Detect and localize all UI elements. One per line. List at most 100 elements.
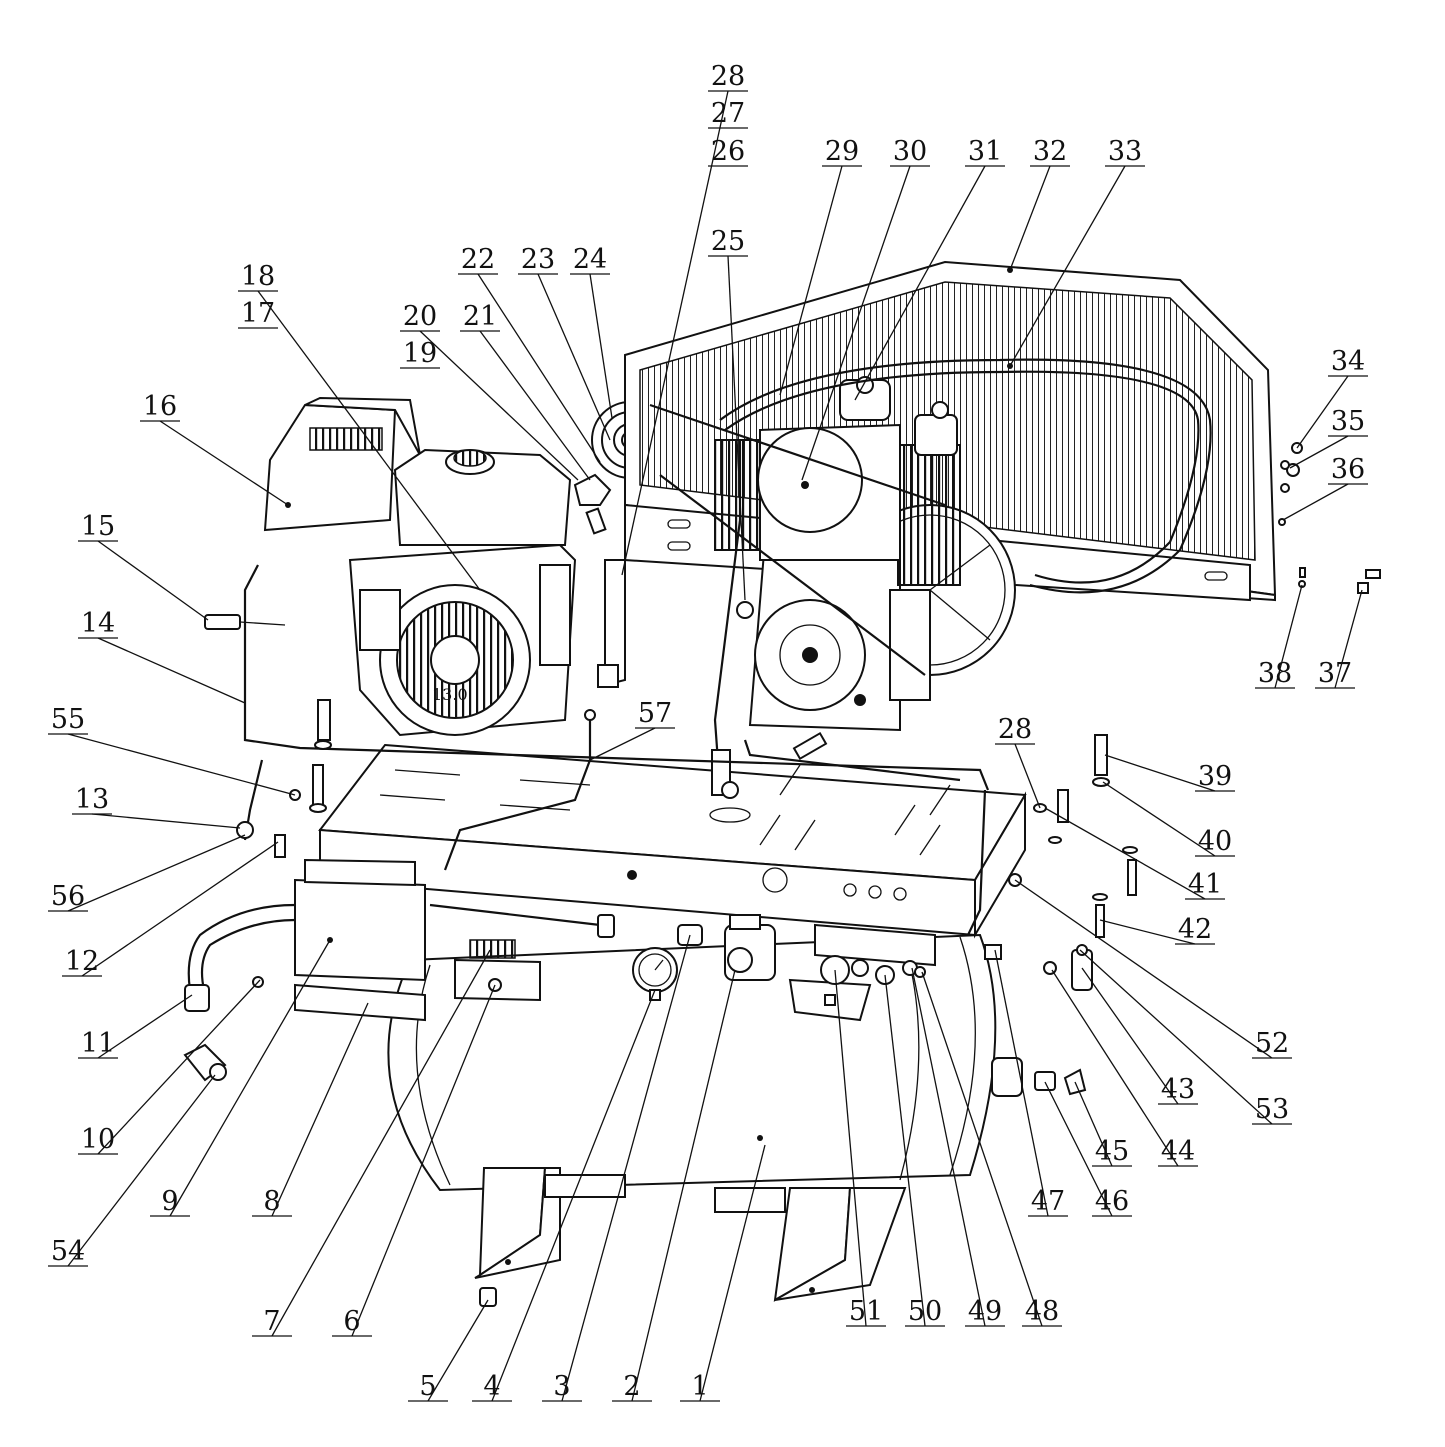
callout-leader	[97, 637, 246, 704]
callout-leader	[921, 971, 1043, 1327]
callout-label: 22	[461, 244, 495, 275]
callout-label: 31	[968, 136, 1002, 167]
callout-leader	[1099, 919, 1196, 945]
callout-label: 3	[553, 1371, 570, 1402]
callout-label: 2	[623, 1371, 640, 1402]
callout-label: 35	[1331, 406, 1365, 437]
callout-47: 47	[994, 949, 1068, 1217]
callout-label: 30	[893, 136, 927, 167]
callout-40: 40	[1102, 781, 1235, 857]
callout-37: 37	[1315, 589, 1363, 689]
callout-35: 35	[1289, 406, 1368, 469]
callout-label: 19	[403, 338, 437, 369]
callout-28-b: 28	[995, 714, 1041, 809]
callout-2: 2	[612, 969, 736, 1402]
callout-label: 40	[1198, 826, 1232, 857]
callout-33: 33	[1009, 136, 1145, 367]
callout-7: 7	[252, 949, 491, 1337]
callout-label: 33	[1108, 136, 1142, 167]
callout-55: 55	[48, 704, 296, 796]
callout-49: 49	[911, 967, 1005, 1327]
callout-label: 46	[1095, 1186, 1129, 1217]
callout-label: 45	[1095, 1136, 1129, 1167]
callout-label: 49	[968, 1296, 1002, 1327]
belt-bracket	[597, 559, 626, 688]
callout-leader	[1102, 781, 1216, 857]
callout-label: 18	[241, 261, 275, 292]
callout-leader	[97, 540, 209, 621]
callout-leader	[1289, 435, 1349, 469]
fittings	[183, 699, 1138, 1307]
callout-leader	[159, 420, 289, 506]
callout-label: 25	[711, 226, 745, 257]
callout-leader	[699, 1144, 766, 1402]
callout-28: 28	[621, 61, 748, 576]
callout-leader	[834, 969, 867, 1327]
callout-24: 24	[570, 244, 613, 419]
callout-52: 52	[1014, 879, 1292, 1059]
callout-leader	[1009, 165, 1051, 271]
callout-label: 41	[1188, 869, 1222, 900]
callout-8: 8	[252, 1002, 369, 1217]
callout-5: 5	[408, 1299, 489, 1402]
callout-leader	[1282, 483, 1349, 521]
callout-label: 7	[263, 1306, 280, 1337]
callout-label: 21	[463, 301, 497, 332]
callout-17: 17	[238, 298, 278, 329]
callout-26: 26	[708, 136, 748, 167]
callout-leader	[271, 1002, 369, 1217]
callout-leader	[1074, 1081, 1113, 1167]
callout-53: 53	[1079, 949, 1292, 1125]
callout-leader	[1014, 743, 1041, 809]
callout-12: 12	[62, 841, 279, 977]
callout-label: 24	[573, 244, 607, 275]
callout-leader	[1051, 969, 1179, 1167]
callout-label: 27	[711, 98, 745, 129]
callout-label: 38	[1258, 658, 1292, 689]
callout-10: 10	[78, 979, 261, 1155]
callout-48: 48	[921, 971, 1062, 1327]
callout-32: 32	[1009, 136, 1070, 271]
callout-51: 51	[834, 969, 886, 1327]
base-plate	[318, 743, 1027, 939]
callout-leader	[427, 1299, 489, 1402]
callout-label: 55	[51, 704, 85, 735]
engine-badge: 13.0	[432, 685, 468, 704]
callout-label: 13	[75, 784, 109, 815]
callout-19: 19	[400, 338, 440, 369]
callout-leader	[491, 989, 656, 1402]
callout-leader	[1081, 967, 1179, 1105]
callout-leader	[561, 934, 691, 1402]
callout-21: 21	[460, 301, 591, 481]
callout-label: 43	[1161, 1074, 1195, 1105]
callout-label: 23	[521, 244, 555, 275]
callout-label: 42	[1178, 914, 1212, 945]
callout-leader	[801, 165, 911, 481]
callout-label: 34	[1331, 346, 1365, 377]
callout-43: 43	[1081, 967, 1198, 1105]
callout-36: 36	[1282, 454, 1368, 521]
callout-leader	[81, 841, 279, 977]
callout-leader	[1274, 584, 1303, 689]
callout-leader	[779, 165, 843, 396]
callout-leader	[169, 939, 331, 1217]
callout-18: 18	[238, 261, 481, 591]
callout-label: 20	[403, 301, 437, 332]
callout-label: 11	[81, 1028, 115, 1059]
callout-3: 3	[542, 934, 691, 1402]
callout-label: 28	[711, 61, 745, 92]
callout-leader	[91, 813, 241, 829]
callout-leader	[537, 273, 611, 441]
callout-label: 28	[998, 714, 1032, 745]
callout-leader	[911, 967, 986, 1327]
engine: 13.0	[204, 396, 577, 737]
callout-16: 16	[140, 391, 289, 506]
callout-label: 4	[483, 1371, 500, 1402]
callout-label: 44	[1161, 1136, 1195, 1167]
callout-56: 56	[48, 834, 246, 912]
callout-label: 32	[1033, 136, 1067, 167]
callout-leader	[1296, 375, 1349, 449]
callout-11: 11	[78, 994, 193, 1059]
callout-label: 5	[419, 1371, 436, 1402]
